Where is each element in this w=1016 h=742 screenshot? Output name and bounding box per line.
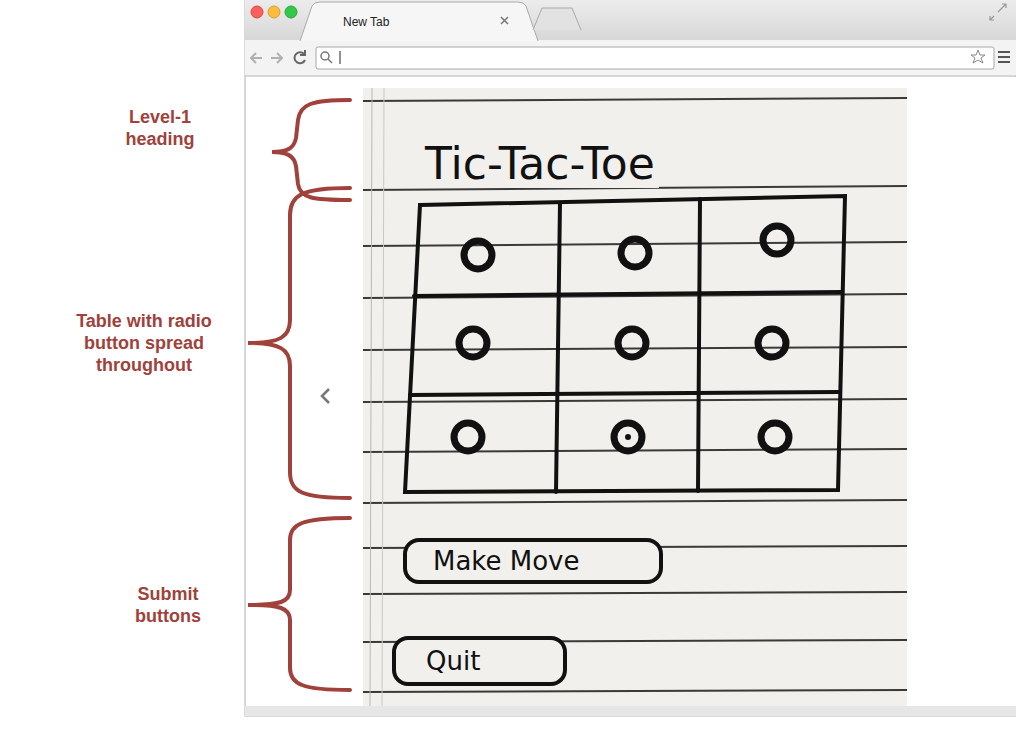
grid-line — [698, 199, 700, 491]
back-arrow — [251, 53, 262, 63]
reload-icon — [294, 50, 305, 63]
toolbar — [245, 40, 1016, 76]
grid-line — [410, 392, 840, 395]
tab-title: New Tab — [343, 15, 389, 29]
bottom-bar — [245, 706, 1016, 716]
search-icon-handle — [328, 59, 332, 63]
curly-bracket — [272, 100, 350, 200]
paper-rule — [363, 347, 907, 350]
annotation-label: Submit buttons — [118, 583, 218, 627]
curly-bracket — [248, 518, 350, 690]
radio-button — [464, 241, 492, 269]
grid-outline — [405, 196, 845, 492]
browser-tab — [300, 2, 538, 41]
radio-button — [763, 226, 791, 254]
button-label: Quit — [426, 640, 480, 682]
grid-line — [556, 203, 560, 492]
forward-arrow — [271, 53, 282, 63]
paper-rule — [363, 500, 907, 503]
radio-button — [758, 329, 786, 357]
radio-button — [621, 239, 649, 267]
chevron-icon — [322, 389, 329, 403]
game-grid — [405, 196, 845, 492]
annotation-label: Table with radio button spread throughou… — [58, 310, 230, 376]
radio-buttons — [454, 226, 791, 451]
tab-close-icon — [501, 17, 508, 24]
margin-line — [370, 88, 372, 706]
new-tab-button — [533, 8, 581, 30]
paper-rule — [363, 592, 907, 594]
title-bar — [245, 0, 1016, 42]
margin-line — [382, 88, 384, 706]
paper-rule — [363, 690, 907, 692]
radio-button — [761, 423, 789, 451]
paper-rule — [363, 399, 907, 402]
address-bar — [316, 47, 994, 69]
annotation-brackets — [248, 100, 350, 690]
minimize-light — [268, 6, 280, 18]
button-label: Make Move — [433, 542, 579, 580]
button-sketch: Make Move — [403, 538, 663, 584]
curly-bracket — [248, 188, 350, 498]
search-icon — [321, 52, 329, 60]
toolbar-border — [245, 76, 1016, 77]
content-area — [246, 77, 1016, 706]
radio-button — [459, 329, 487, 357]
radio-button — [454, 423, 482, 451]
menu-icon — [998, 52, 1010, 62]
radio-dot — [625, 434, 631, 440]
paper-rule — [363, 242, 907, 246]
browser-window — [245, 0, 1016, 716]
page-heading: Tic-Tac-Toe — [421, 140, 659, 188]
annotation-label: Level-1 heading — [95, 106, 225, 150]
paper-rules — [363, 98, 907, 692]
grid-line — [414, 292, 842, 296]
button-sketch: Quit — [392, 636, 567, 686]
paper-rule — [363, 98, 907, 101]
zoom-light — [285, 6, 297, 18]
close-light — [251, 6, 263, 18]
paper-sheet — [363, 88, 907, 706]
radio-button — [618, 329, 646, 357]
text-caret — [340, 51, 341, 64]
fullscreen-icon — [990, 4, 1006, 20]
radio-button — [614, 423, 642, 451]
bookmark-star — [971, 50, 985, 63]
